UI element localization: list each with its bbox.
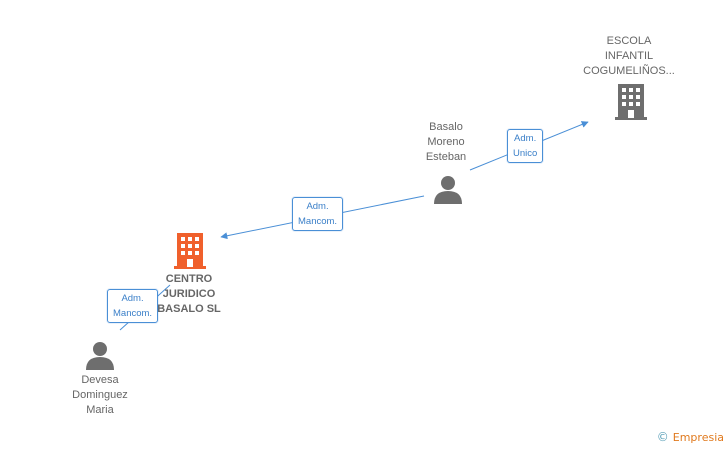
brand-watermark: ©Empresia (657, 430, 724, 444)
edge-label-adm-unico-line-2: Unico (513, 148, 538, 159)
centro-label[interactable]: CENTRO JURIDICO BASALO SL (148, 272, 230, 317)
edge-label-adm-mancom-1-line-1: Adm. (306, 201, 329, 212)
basalo-label-line-2: Moreno (427, 136, 465, 148)
devesa-label[interactable]: Devesa Dominguez Maria (58, 373, 142, 418)
basalo-label[interactable]: Basalo Moreno Esteban (410, 120, 482, 165)
centro-label-line-3: BASALO SL (157, 303, 221, 315)
devesa-label-line-2: Dominguez (72, 389, 128, 401)
devesa-label-line-3: Maria (86, 404, 114, 416)
edge-label-adm-mancom-1-line-2: Mancom. (298, 216, 338, 227)
building-icon[interactable] (615, 84, 647, 120)
edge-label-adm-mancom-2[interactable]: Adm. Mancom. (107, 289, 159, 323)
escola-label-line-2: INFANTIL (604, 50, 654, 62)
escola-label-line-1: ESCOLA (606, 35, 652, 47)
edge-label-adm-mancom-1[interactable]: Adm. Mancom. (292, 197, 344, 231)
centro-label-line-2: JURIDICO (162, 288, 216, 300)
edge-label-adm-mancom-2-line-2: Mancom. (113, 308, 153, 319)
escola-label-line-3: COGUMELIÑOS... (583, 65, 675, 77)
edge-label-adm-unico[interactable]: Adm. Unico (507, 129, 544, 163)
devesa-label-line-1: Devesa (81, 374, 119, 386)
edge-label-adm-unico-line-1: Adm. (514, 133, 537, 144)
person-icon[interactable] (433, 174, 463, 204)
centro-label-line-1: CENTRO (165, 273, 213, 285)
person-icon[interactable] (85, 340, 115, 370)
brand-name: Empresia (672, 431, 724, 444)
basalo-label-line-3: Esteban (425, 151, 467, 163)
building-icon-highlighted[interactable] (174, 233, 206, 269)
edge-label-adm-mancom-2-line-1: Adm. (121, 293, 144, 304)
copyright-symbol: © (656, 430, 669, 444)
escola-label[interactable]: ESCOLA INFANTIL COGUMELIÑOS... (578, 34, 680, 79)
basalo-label-line-1: Basalo (429, 121, 463, 133)
